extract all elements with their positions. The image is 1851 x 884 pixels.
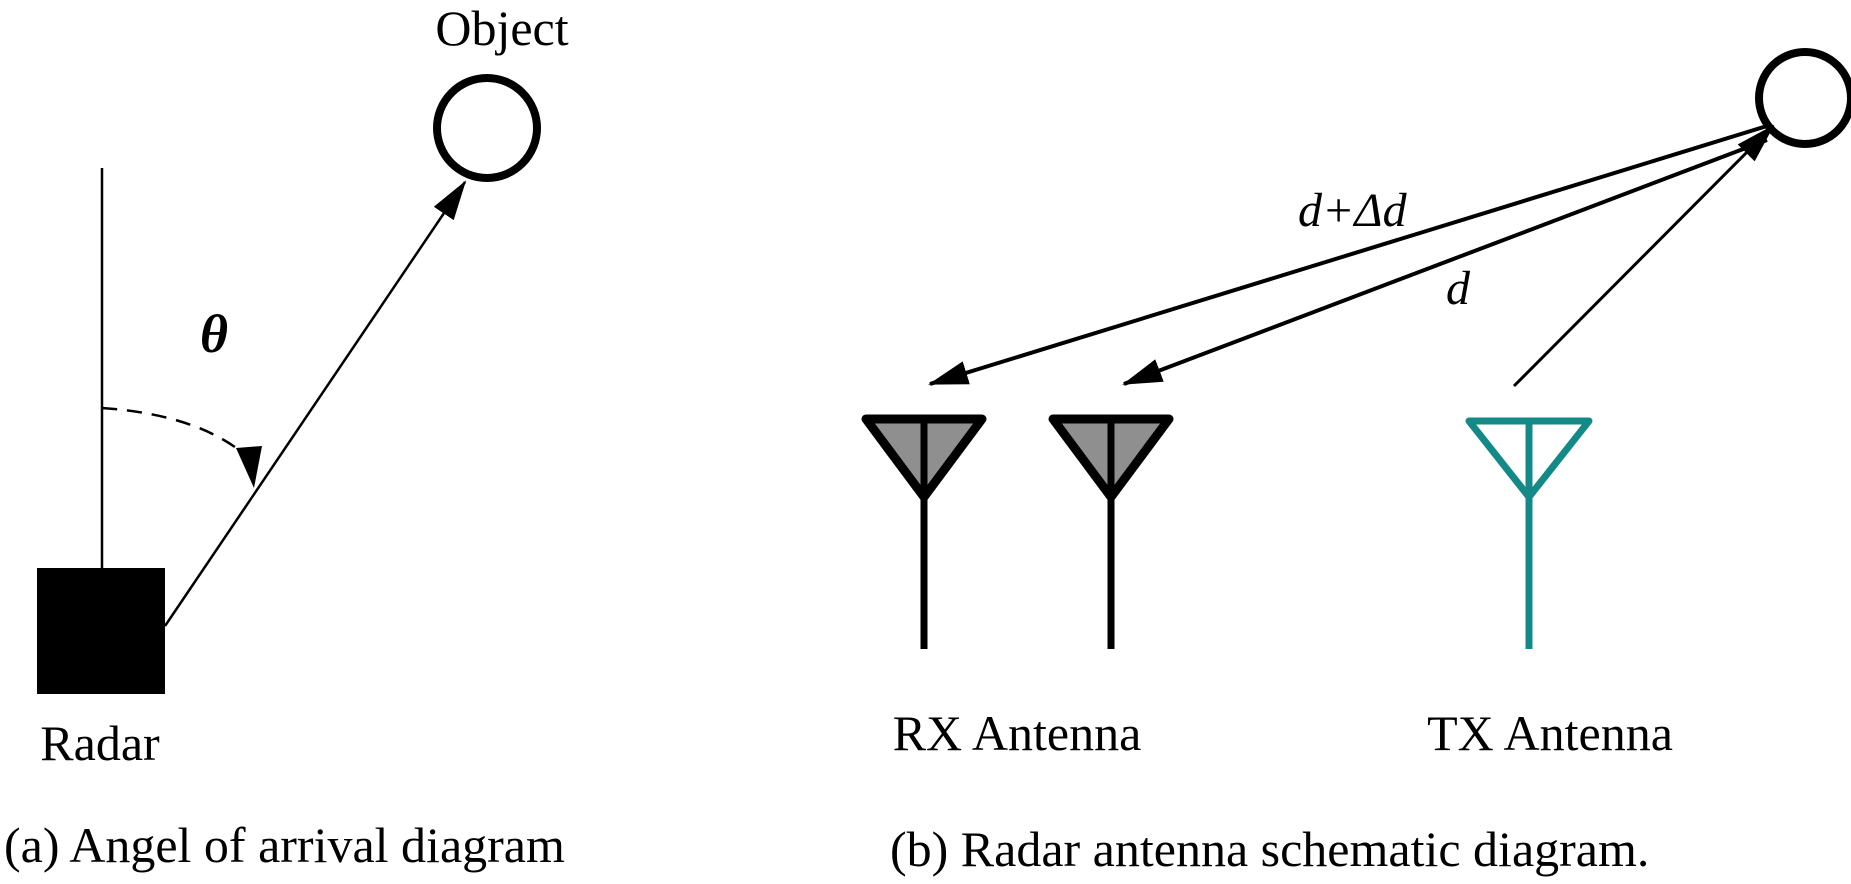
path-near-rx-arrow <box>1122 138 1768 386</box>
path-near-label: d <box>1446 262 1471 315</box>
radar-to-object-arrow <box>163 180 467 627</box>
tx-antenna-icon <box>1465 417 1593 649</box>
angle-arc <box>101 406 254 463</box>
object-label: Object <box>435 0 568 56</box>
angle-arc-arrowhead <box>236 446 262 488</box>
caption-b: (b) Radar antenna schematic diagram. <box>890 821 1649 877</box>
rx-antenna-icon <box>1048 414 1174 649</box>
target-icon <box>1755 48 1851 148</box>
rx-antenna-label: RX Antenna <box>893 705 1142 761</box>
panel-b: d+Δd d RX Antenna TX Antenna (b) Radar a… <box>861 48 1851 877</box>
object-icon <box>433 74 541 182</box>
tx-antenna-label: TX Antenna <box>1427 705 1673 761</box>
radar-icon <box>37 568 165 694</box>
path-far-rx-arrow <box>928 124 1768 386</box>
path-tx-arrow <box>1512 124 1775 388</box>
panel-a: Object θ Radar (a) Angel of arrival diag… <box>4 0 569 873</box>
angle-symbol: θ <box>200 304 228 364</box>
path-far-label: d+Δd <box>1298 184 1408 237</box>
radar-label: Radar <box>40 715 160 771</box>
rx-antenna-icon <box>861 414 987 649</box>
caption-a: (a) Angel of arrival diagram <box>4 817 565 873</box>
